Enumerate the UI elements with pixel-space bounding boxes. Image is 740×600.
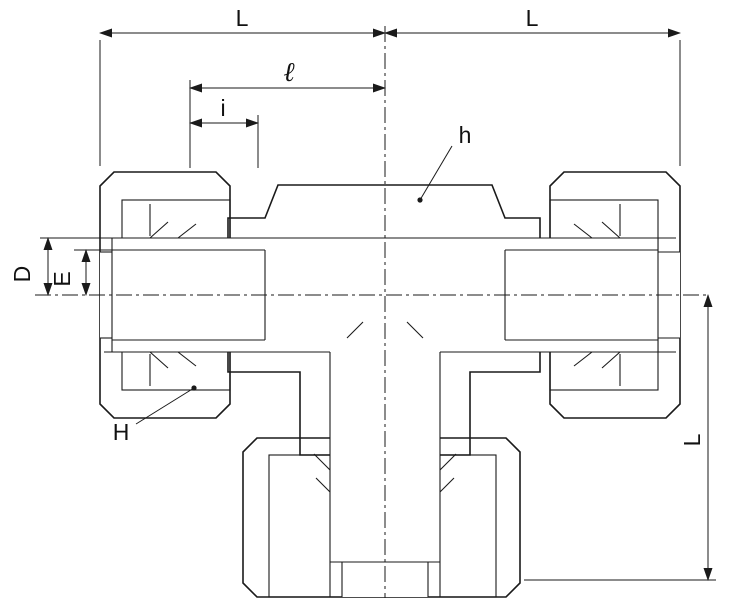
leader-h	[419, 145, 453, 201]
bottom-nut	[242, 437, 521, 598]
leader-H-dot	[191, 385, 197, 391]
dim-label-D: D	[9, 266, 35, 283]
dim-label-L-right: L	[679, 433, 705, 446]
leader-h-dot	[417, 197, 423, 203]
left-nut-hole	[100, 252, 112, 338]
ferrule-details	[149, 204, 621, 493]
leader-H	[135, 387, 195, 425]
extension-lines	[40, 40, 716, 581]
dim-label-L-top-left: L	[236, 5, 249, 31]
centerlines	[35, 26, 706, 598]
dim-label-H: H	[113, 419, 130, 445]
dimensions: L L ℓ i h D E H L	[9, 5, 716, 581]
tee-body	[227, 184, 541, 456]
dim-label-E: E	[49, 271, 75, 286]
dim-label-ell: ℓ	[283, 57, 295, 88]
dim-label-h: h	[459, 122, 472, 148]
dim-label-i: i	[220, 95, 225, 121]
dim-label-L-top-right: L	[526, 5, 539, 31]
